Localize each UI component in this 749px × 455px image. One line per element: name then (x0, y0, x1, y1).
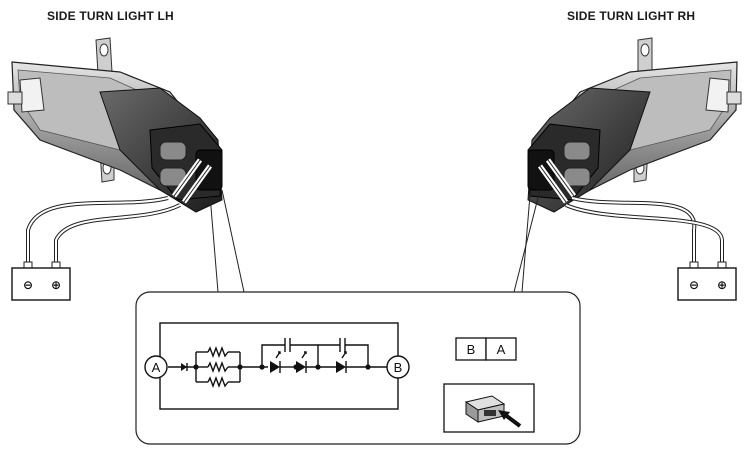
connector-pin-a: A (497, 342, 506, 357)
left-battery-icon: ⊖ ⊕ (11, 261, 71, 301)
left-turn-light-assembly (7, 37, 223, 213)
terminal-b-circle (386, 355, 410, 379)
left-battery-negative-label: ⊖ (23, 278, 33, 292)
terminal-b-label: B (394, 360, 403, 375)
left-battery-positive-label: ⊕ (51, 278, 61, 292)
left-light-title: SIDE TURN LIGHT LH (47, 9, 174, 23)
terminal-a-label: A (152, 360, 161, 375)
right-battery-positive-label: ⊕ (717, 278, 727, 292)
connector-pin-b: B (467, 342, 476, 357)
right-battery-icon: ⊖ ⊕ (677, 261, 737, 301)
circuit-junctions (193, 364, 371, 370)
right-turn-light-assembly (527, 37, 742, 213)
connector-view-icon (443, 383, 535, 433)
terminal-a-circle (144, 355, 168, 379)
right-light-title: SIDE TURN LIGHT RH (567, 9, 696, 23)
connector-pinout: B A (455, 337, 517, 361)
right-battery-negative-label: ⊖ (689, 278, 699, 292)
